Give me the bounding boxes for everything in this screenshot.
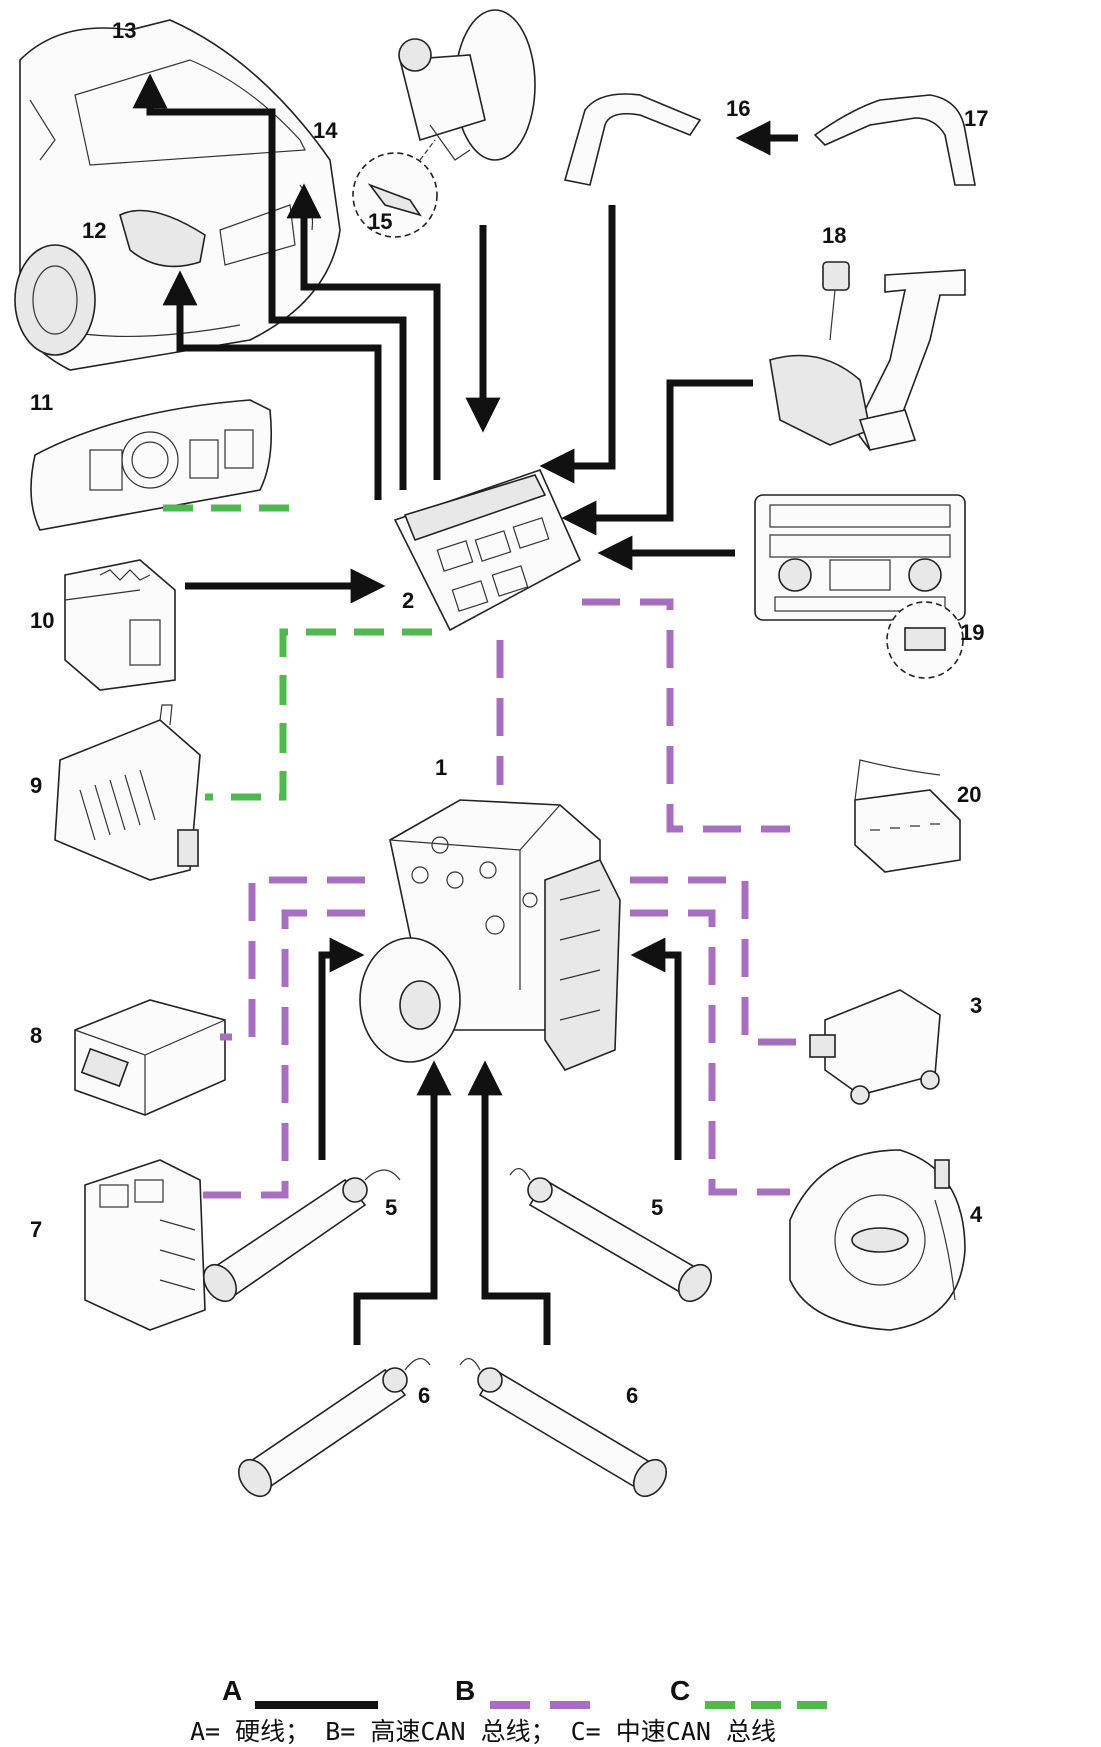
wheel-speed-sensor-rear-left	[237, 1358, 431, 1498]
clockspring-illustration	[789, 1149, 966, 1331]
module-10-illustration	[64, 559, 176, 691]
label-12: 12	[82, 218, 106, 243]
label-13: 13	[112, 18, 136, 43]
wheel-speed-sensor-front-right	[509, 1168, 713, 1303]
legend-b-letter: B	[455, 1675, 475, 1706]
medium-speed-can-connections	[163, 504, 432, 801]
label-18: 18	[822, 223, 846, 248]
label-4: 4	[970, 1202, 983, 1227]
diagnostic-connector-illustration	[854, 759, 961, 873]
label-6-right: 6	[626, 1383, 638, 1408]
hardwire-connections	[132, 73, 798, 1345]
climate-panel-illustration	[754, 494, 966, 679]
legend: A B C A= 硬线； B= 高速CAN 总线； C= 中速CAN 总线	[190, 1675, 828, 1746]
label-7: 7	[30, 1217, 42, 1242]
legend-caption: A= 硬线； B= 高速CAN 总线； C= 中速CAN 总线	[190, 1717, 776, 1746]
label-6-left: 6	[418, 1383, 430, 1408]
module-9-illustration	[54, 704, 201, 881]
label-3: 3	[970, 993, 982, 1018]
abs-hydraulic-unit-illustration	[359, 799, 621, 1071]
label-8: 8	[30, 1023, 42, 1048]
body-control-module-illustration	[393, 469, 582, 632]
instrument-cluster-illustration	[30, 399, 273, 531]
legend-a-letter: A	[222, 1675, 242, 1706]
label-1: 1	[435, 755, 447, 780]
label-15: 15	[368, 209, 392, 234]
module-8-illustration	[74, 999, 226, 1116]
label-9: 9	[30, 773, 42, 798]
high-speed-can-connections	[200, 598, 800, 1199]
wheel-speed-sensor-rear-right	[459, 1358, 668, 1498]
label-5-left: 5	[385, 1195, 397, 1220]
module-3-illustration	[809, 989, 941, 1105]
brake-pedal-switch-illustration	[769, 261, 966, 452]
steering-stalk-illustrations	[563, 93, 976, 186]
brake-booster-illustration	[352, 9, 536, 238]
wheel-speed-sensor-front-left	[202, 1169, 401, 1303]
label-5-right: 5	[651, 1195, 663, 1220]
engine-control-module-illustration	[84, 1159, 206, 1331]
car-rear-illustration	[14, 19, 341, 371]
label-16: 16	[726, 96, 750, 121]
component-labels: 1 2 3 4 5 5 6 6 7 8 9 10 11 12 13 14 15 …	[30, 18, 988, 1408]
label-20: 20	[957, 782, 981, 807]
label-11: 11	[30, 390, 53, 415]
legend-c-letter: C	[670, 1675, 690, 1706]
label-2: 2	[402, 588, 414, 613]
label-17: 17	[964, 106, 988, 131]
label-19: 19	[960, 620, 984, 645]
label-10: 10	[30, 608, 54, 633]
label-14: 14	[313, 118, 338, 143]
